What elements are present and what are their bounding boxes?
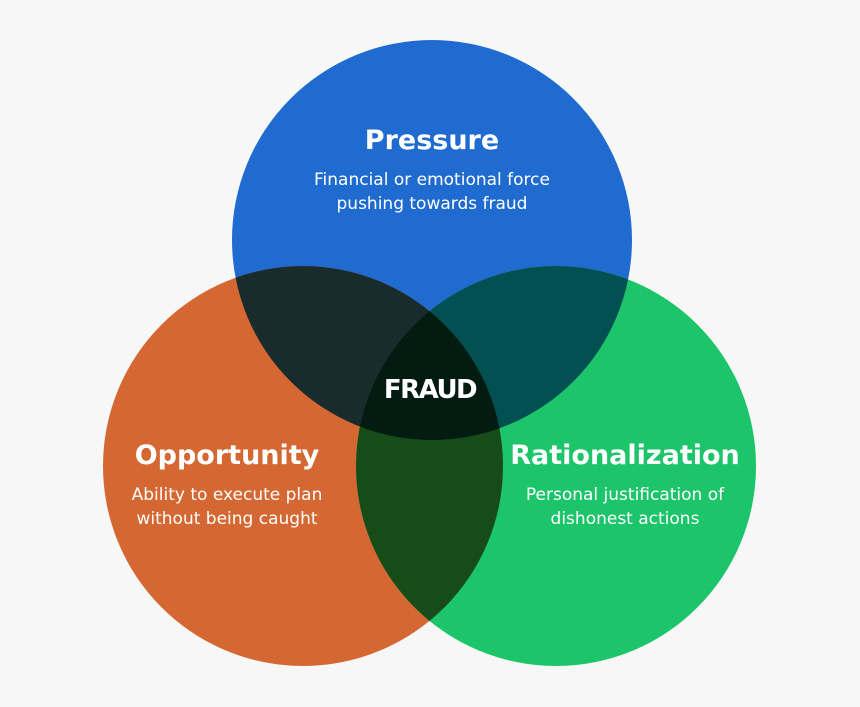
pressure-description-line-2: pushing towards fraud xyxy=(336,194,528,214)
opportunity-label-group: Opportunity Ability to execute plan with… xyxy=(108,439,346,531)
pressure-label-group: Pressure Financial or emotional force pu… xyxy=(282,124,582,216)
opportunity-description-line-2: without being caught xyxy=(136,509,318,529)
rationalization-description-line-2: dishonest actions xyxy=(550,509,700,529)
rationalization-label-group: Rationalization Personal justification o… xyxy=(500,439,750,531)
pressure-title: Pressure xyxy=(364,125,500,156)
fraud-center-overlap xyxy=(356,266,503,440)
opportunity-title: Opportunity xyxy=(134,440,320,471)
opportunity-description-line-1: Ability to execute plan xyxy=(131,485,323,505)
rationalization-title: Rationalization xyxy=(510,440,740,471)
fraud-center-label: FRAUD xyxy=(383,375,478,405)
rationalization-description-line-1: Personal justification of xyxy=(525,485,725,505)
pressure-description-line-1: Financial or emotional force xyxy=(314,170,550,190)
